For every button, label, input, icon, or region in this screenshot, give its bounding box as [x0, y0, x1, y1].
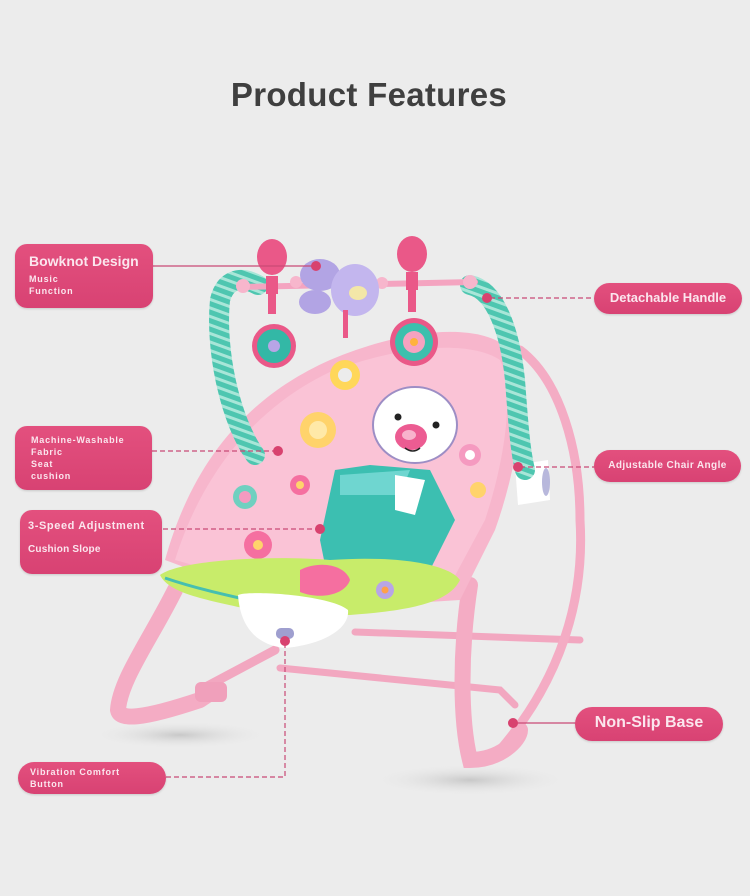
callout-3-speed-adjustment: 3-Speed Adjustment Cushion Slope: [20, 510, 162, 574]
callout-title: Detachable Handle: [609, 290, 727, 305]
callout-vibration-comfort-button: Vibration Comfort Button: [18, 762, 166, 794]
page-title: Product Features: [230, 76, 508, 113]
callout-subtext: Music: [29, 274, 59, 284]
callout-subtext: Seat: [31, 459, 54, 469]
callout-title: Bowknot Design: [29, 253, 139, 269]
callout-detachable-handle: Detachable Handle: [594, 283, 742, 314]
butterfly-toy: [299, 259, 379, 338]
callout-subtext: Fabric: [31, 447, 63, 457]
callout-subtext: Button: [30, 779, 64, 789]
callout-subtext: Machine-Washable: [31, 435, 125, 445]
callout-non-slip-base: Non-Slip Base: [575, 707, 723, 741]
callout-bowknot-design: Bowknot Design Music Function: [15, 244, 153, 308]
fabric-flowers: [233, 412, 486, 559]
callout-title: Adjustable Chair Angle: [608, 460, 727, 471]
callout-subtext: Vibration Comfort: [30, 767, 120, 777]
callout-subtext: [28, 532, 162, 544]
callout-subtext: Function: [29, 286, 74, 296]
callout-subtext: Cushion Slope: [28, 544, 101, 555]
bear-face: [372, 386, 458, 464]
callout-title: Non-Slip Base: [594, 714, 704, 731]
callout-machine-washable: Machine-Washable Fabric Seat cushion: [15, 426, 152, 490]
callout-subtext: cushion: [31, 471, 72, 481]
callout-title: 3-Speed Adjustment: [28, 520, 145, 532]
callout-adjustable-chair-angle: Adjustable Chair Angle: [594, 450, 741, 482]
